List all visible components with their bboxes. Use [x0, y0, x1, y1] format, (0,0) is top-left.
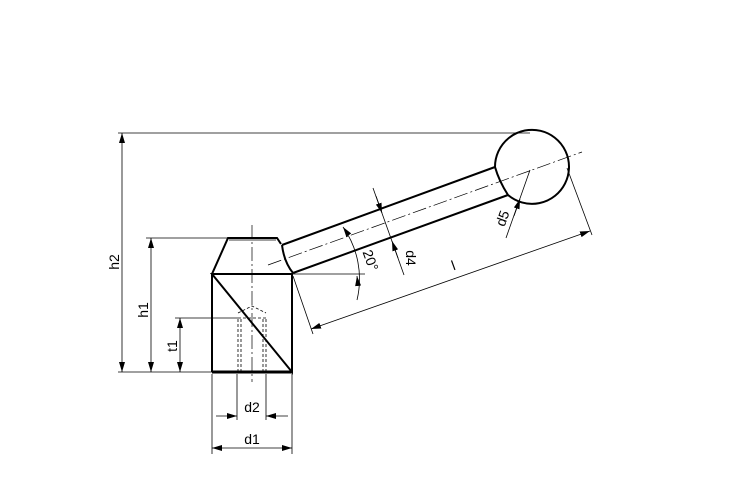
diameter-dimensions — [211, 374, 293, 454]
d4-arrow-bottom — [391, 240, 399, 259]
d5-label: d5 — [492, 208, 512, 228]
h1-label: h1 — [135, 302, 151, 318]
height-dimensions — [118, 132, 530, 373]
d5-arrow — [513, 198, 521, 217]
d4-arrow-top — [375, 195, 383, 214]
d2-label: d2 — [244, 399, 260, 415]
angle-label: 20° — [360, 248, 382, 273]
d1-label: d1 — [244, 431, 260, 447]
angle-arc — [342, 226, 360, 301]
l-extension-left — [292, 275, 314, 335]
l-dimension-line — [310, 230, 591, 330]
threaded-hole — [237, 305, 267, 372]
lever-arm — [281, 128, 570, 274]
d4-label: d4 — [403, 250, 419, 266]
l-label: l — [449, 257, 457, 273]
h2-label: h2 — [106, 254, 122, 270]
l-extension-right — [566, 167, 593, 236]
angle-arrow — [355, 275, 362, 287]
lever-centerline — [267, 151, 583, 266]
t1-label: t1 — [164, 340, 180, 352]
